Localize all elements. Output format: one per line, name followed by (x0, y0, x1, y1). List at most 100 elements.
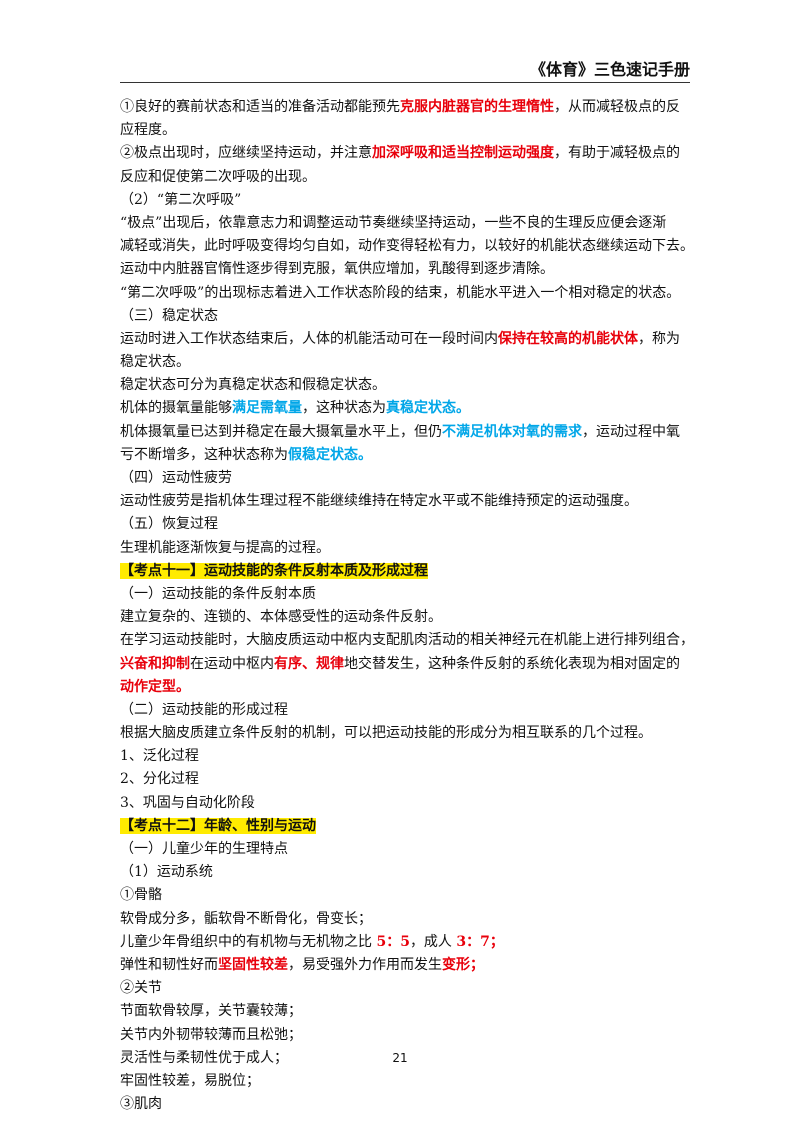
text-segment: 建立复杂的、连锁的、本体感受性的运动条件反射。 (120, 609, 442, 626)
text-line: 生理机能逐渐恢复与提高的过程。 (120, 537, 695, 560)
text-line: ①良好的赛前状态和适当的准备活动都能预先克服内脏器官的生理惰性，从而减轻极点的反 (120, 96, 695, 119)
text-segment: （二）运动技能的形成过程 (120, 701, 288, 718)
text-segment: 灵活性与柔韧性优于成人； (120, 1049, 288, 1066)
text-segment: ，成人 (409, 933, 457, 950)
text-segment: ②关节 (120, 980, 162, 997)
text-line: （2）“第二次呼吸” (120, 189, 695, 212)
text-segment: 1、泛化过程 (120, 748, 199, 765)
text-line: ①骨骼 (120, 884, 695, 907)
text-line: 减轻或消失，此时呼吸变得均匀自如，动作变得轻松有力，以较好的机能状态继续运动下去… (120, 235, 695, 258)
text-segment: ①良好的赛前状态和适当的准备活动都能预先 (120, 99, 400, 115)
text-line: 稳定状态。 (120, 351, 695, 374)
text-line: “极点”出现后，依靠意志力和调整运动节奏继续坚持运动，一些不良的生理反应便会逐渐 (120, 212, 695, 235)
text-segment: 亏不断增多，这种状态称为 (120, 446, 288, 463)
text-line: ②极点出现时，应继续坚持运动，并注意加深呼吸和适当控制运动强度，有助于减轻极点的 (120, 142, 695, 165)
text-segment: 生理机能逐渐恢复与提高的过程。 (120, 539, 330, 556)
text-segment: （一）运动技能的条件反射本质 (120, 585, 316, 602)
text-segment: 弹性和韧性好而 (120, 956, 218, 973)
emphasis-text: 动作定型。 (120, 678, 190, 695)
text-segment: 关节内外韧带较薄而且松弛； (120, 1026, 302, 1043)
page-number: 21 (392, 1051, 408, 1065)
text-line: 灵活性与柔韧性优于成人； (120, 1047, 695, 1070)
text-line: ③肌肉 (120, 1093, 695, 1116)
text-segment: 机体的摄氧量能够 (120, 400, 232, 417)
text-segment: 在学习运动技能时，大脑皮质运动中枢内支配肌肉活动的相关神经元在机能上进行排列组合… (120, 632, 694, 649)
text-segment: ，易受强外力作用而发生 (288, 956, 442, 973)
text-line: 机体摄氧量已达到并稳定在最大摄氧量水平上，但仍不满足机体对氧的需求，运动过程中氧 (120, 421, 695, 444)
emphasis-text: 3：7； (456, 933, 504, 950)
emphasis-text: 真稳定状态。 (386, 400, 470, 417)
text-segment: 稳定状态。 (120, 354, 190, 371)
text-segment: “极点”出现后，依靠意志力和调整运动节奏继续坚持运动，一些不良的生理反应便会逐渐 (120, 214, 667, 231)
document-body: ①良好的赛前状态和适当的准备活动都能预先克服内脏器官的生理惰性，从而减轻极点的反… (120, 96, 695, 1116)
emphasis-text: 兴奋和抑制 (120, 655, 190, 672)
text-segment: 稳定状态可分为真稳定状态和假稳定状态。 (120, 377, 386, 394)
text-segment: ，称为 (638, 330, 680, 347)
text-line: 关节内外韧带较薄而且松弛； (120, 1024, 695, 1047)
text-segment: 减轻或消失，此时呼吸变得均匀自如，动作变得轻松有力，以较好的机能状态继续运动下去… (120, 238, 694, 255)
text-line: ②关节 (120, 977, 695, 1000)
text-line: 兴奋和抑制在运动中枢内有序、规律地交替发生，这种条件反射的系统化表现为相对固定的 (120, 653, 695, 676)
emphasis-text: 变形； (442, 956, 484, 973)
text-line: 弹性和韧性好而坚固性较差，易受强外力作用而发生变形； (120, 954, 695, 977)
text-segment: （2）“第二次呼吸” (120, 191, 242, 208)
text-segment: 反应和促使第二次呼吸的出现。 (120, 168, 316, 185)
text-segment: 机体摄氧量已达到并稳定在最大摄氧量水平上，但仍 (120, 423, 442, 440)
text-line: 反应和促使第二次呼吸的出现。 (120, 166, 695, 189)
text-segment: ①骨骼 (120, 887, 162, 904)
text-line: 应程度。 (120, 119, 695, 142)
text-segment: 儿童少年骨组织中的有机物与无机物之比 (120, 933, 377, 950)
text-segment: 节面软骨较厚，关节囊较薄； (120, 1003, 302, 1020)
text-line: 稳定状态可分为真稳定状态和假稳定状态。 (120, 374, 695, 397)
emphasis-text: 5：5 (376, 933, 410, 950)
text-line: （1）运动系统 (120, 861, 695, 884)
text-segment: 2、分化过程 (120, 771, 199, 788)
text-segment: 运动时进入工作状态结束后，人体的机能活动可在一段时间内 (120, 330, 498, 347)
emphasis-text: 保持在较高的机能状体 (498, 330, 638, 347)
text-segment: 运动性疲劳是指机体生理过程不能继续维持在特定水平或不能维持预定的运动强度。 (120, 493, 638, 510)
text-segment: 应程度。 (120, 122, 176, 139)
text-segment: 地交替发生，这种条件反射的系统化表现为相对固定的 (344, 655, 680, 672)
text-segment: （1）运动系统 (120, 864, 213, 881)
text-line: 亏不断增多，这种状态称为假稳定状态。 (120, 444, 695, 467)
text-segment: 根据大脑皮质建立条件反射的机制，可以把运动技能的形成分为相互联系的几个过程。 (120, 725, 652, 742)
text-line: 牢固性较差，易脱位； (120, 1070, 695, 1093)
text-segment: （一）儿童少年的生理特点 (120, 841, 288, 857)
text-line: （一）儿童少年的生理特点 (120, 838, 695, 861)
text-line: 2、分化过程 (120, 768, 695, 791)
emphasis-text: 坚固性较差 (218, 956, 288, 973)
emphasis-text: 满足需氧量 (232, 400, 302, 417)
text-segment: ②极点出现时，应继续坚持运动，并注意 (120, 145, 372, 162)
text-line: 运动中内脏器官惰性逐步得到克服，氧供应增加，乳酸得到逐步清除。 (120, 258, 695, 281)
text-segment: 3、巩固与自动化阶段 (120, 794, 255, 811)
text-segment: ③肌肉 (120, 1096, 162, 1113)
emphasis-text: 有序、规律 (274, 655, 344, 672)
text-line: “第二次呼吸”的出现标志着进入工作状态阶段的结束，机能水平进入一个相对稳定的状态… (120, 282, 695, 305)
page-header: 《体育》三色速记手册 (120, 56, 690, 83)
text-segment: ，运动过程中氧 (582, 423, 680, 440)
text-line: 【考点十一】运动技能的条件反射本质及形成过程 (120, 560, 695, 583)
text-line: 动作定型。 (120, 676, 695, 699)
text-line: 1、泛化过程 (120, 745, 695, 768)
text-line: 3、巩固与自动化阶段 (120, 792, 695, 815)
emphasis-text: 加深呼吸和适当控制运动强度 (372, 145, 554, 162)
text-segment: ，从而减轻极点的反 (554, 99, 680, 115)
text-line: 软骨成分多，骺软骨不断骨化，骨变长； (120, 908, 695, 931)
text-segment: 软骨成分多，骺软骨不断骨化，骨变长； (120, 910, 372, 927)
text-line: 运动性疲劳是指机体生理过程不能继续维持在特定水平或不能维持预定的运动强度。 (120, 490, 695, 513)
text-segment: 牢固性较差，易脱位； (120, 1072, 260, 1089)
text-line: 【考点十二】年龄、性别与运动 (120, 815, 695, 838)
emphasis-text: 不满足机体对氧的需求 (442, 423, 582, 440)
text-segment: （四）运动性疲劳 (120, 470, 232, 486)
text-segment: 在运动中枢内 (190, 655, 274, 672)
text-segment: 运动中内脏器官惰性逐步得到克服，氧供应增加，乳酸得到逐步清除。 (120, 261, 554, 278)
text-segment: （三）稳定状态 (120, 307, 218, 324)
text-line: 儿童少年骨组织中的有机物与无机物之比 5：5，成人 3：7； (120, 931, 695, 954)
header-title: 《体育》三色速记手册 (529, 60, 690, 79)
text-segment: ，有助于减轻极点的 (554, 145, 680, 162)
section-heading: 【考点十一】运动技能的条件反射本质及形成过程 (120, 562, 428, 579)
text-line: （五）恢复过程 (120, 513, 695, 536)
text-line: （三）稳定状态 (120, 305, 695, 328)
text-line: 机体的摄氧量能够满足需氧量，这种状态为真稳定状态。 (120, 397, 695, 420)
text-segment: （五）恢复过程 (120, 516, 218, 533)
